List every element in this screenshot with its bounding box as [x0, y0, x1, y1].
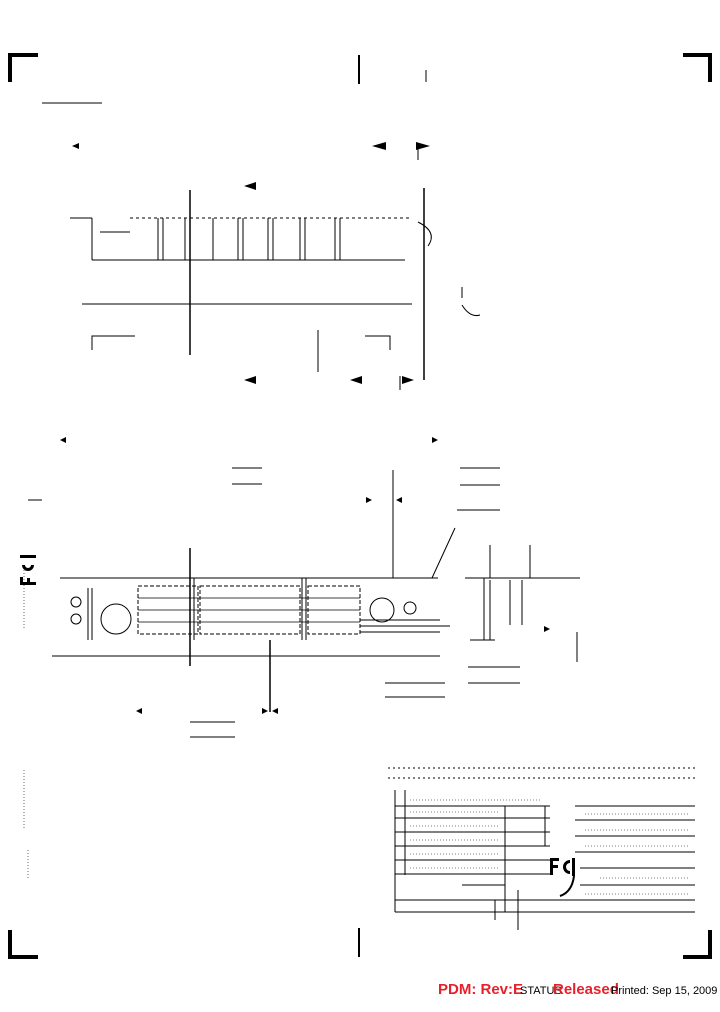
pdm-revision-stamp: PDM: Rev:E — [438, 981, 524, 998]
fci-logo-icon — [20, 555, 36, 585]
detail-arrows — [544, 626, 550, 632]
side-view-arrows — [72, 142, 430, 384]
left-margin-notes — [23, 570, 29, 880]
contact-grid — [138, 597, 360, 623]
title-block-text-blurs — [410, 799, 690, 895]
title-block — [388, 767, 695, 930]
sheet-corner-marks — [8, 53, 712, 959]
front-view-arrows — [60, 437, 438, 714]
detail-view — [465, 545, 580, 684]
side-view — [42, 102, 481, 390]
fci-logo-title-block-icon — [550, 858, 575, 897]
status-value: Released — [553, 981, 619, 998]
front-view — [52, 467, 500, 738]
printed-date: Printed: Sep 15, 2009 — [611, 985, 718, 997]
status-label: STATUS — [520, 985, 562, 997]
zone-dividers — [28, 55, 427, 957]
